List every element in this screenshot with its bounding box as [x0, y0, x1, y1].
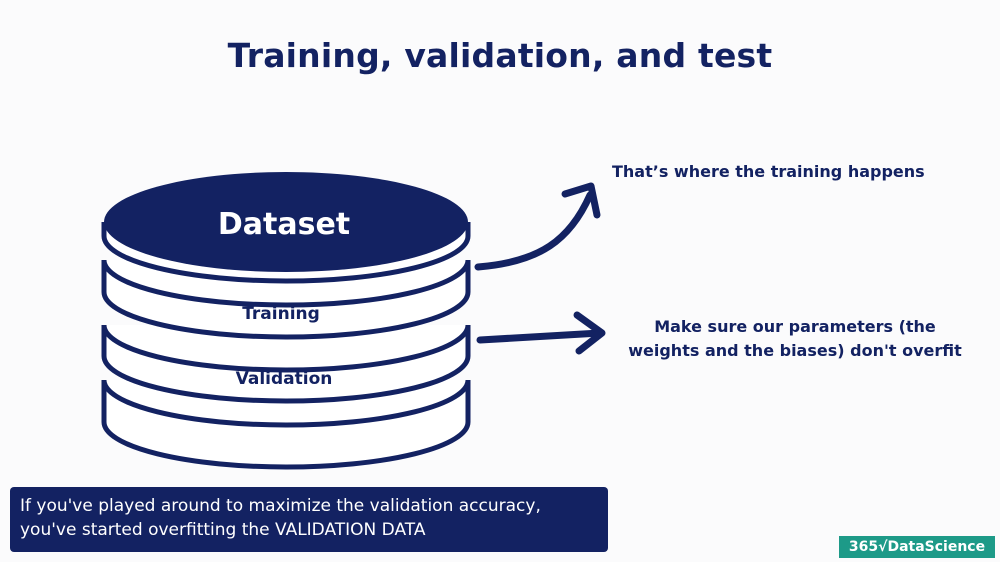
- validation-annotation-line-2: weights and the biases) don't overfit: [628, 341, 962, 360]
- validation-annotation-line-1: Make sure our parameters (the: [654, 317, 936, 336]
- note-line-1: If you've played around to maximize the …: [20, 496, 541, 516]
- straight-arrow-icon: [476, 311, 606, 355]
- curved-arrow-icon: [474, 182, 601, 271]
- cylinder-layer-validation: [101, 324, 471, 404]
- validation-layer-label: Validation: [236, 369, 333, 389]
- note-line-2: you've started overfitting the VALIDATIO…: [20, 520, 426, 540]
- cylinder-layer-test: [101, 379, 471, 470]
- cylinder-top-ellipse: [104, 172, 468, 272]
- training-annotation: That’s where the training happens: [612, 162, 925, 181]
- slide-title: Training, validation, and test: [227, 36, 773, 75]
- validation-annotation: Make sure our parameters (the weights an…: [620, 315, 970, 363]
- cylinder-layer-training: [101, 259, 471, 340]
- training-layer-label: Training: [242, 304, 320, 324]
- brand-logo: 365√DataScience: [839, 536, 995, 558]
- overfitting-note: If you've played around to maximize the …: [10, 487, 608, 552]
- dataset-label: Dataset: [218, 207, 350, 242]
